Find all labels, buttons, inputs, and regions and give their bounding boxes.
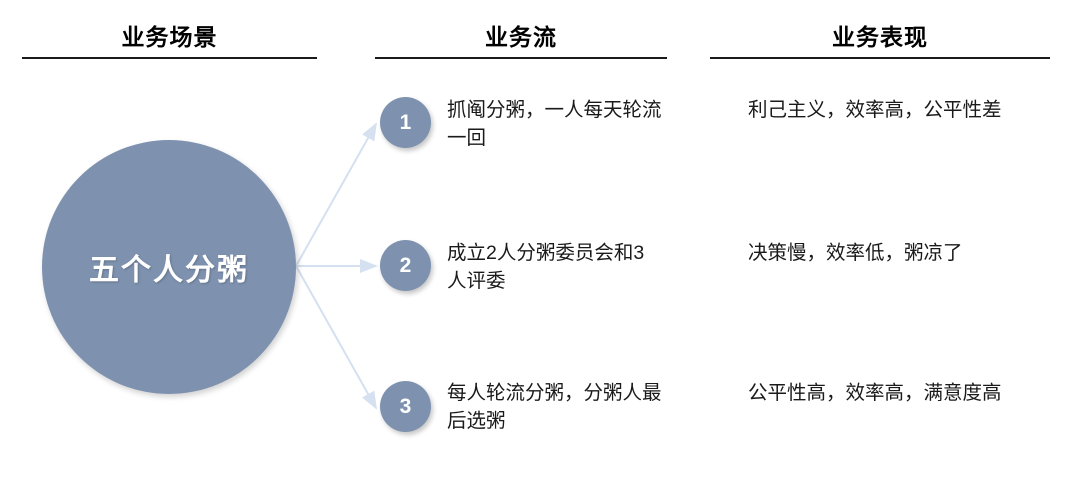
performance-text-1: 利己主义，效率高，公平性差	[748, 99, 1002, 121]
scenario-circle-label: 五个人分粥	[89, 254, 249, 287]
column-header-scenario: 业务场景	[121, 24, 218, 50]
connector-line-1	[295, 122, 377, 267]
connector-line-3	[295, 265, 377, 410]
step-badge-2[interactable]: 2	[380, 240, 431, 291]
step-badge-3[interactable]: 3	[380, 381, 431, 432]
column-rule-flow	[375, 57, 667, 59]
flow-text-3: 每人轮流分粥，分粥人最后选粥	[447, 382, 662, 432]
flow-text-1: 抓阄分粥，一人每天轮流一回	[447, 99, 662, 149]
column-header-performance: 业务表现	[832, 24, 928, 50]
performance-text-2: 决策慢，效率低，粥凉了	[748, 242, 963, 264]
column-rule-performance	[710, 57, 1050, 59]
performance-text-3: 公平性高，效率高，满意度高	[748, 382, 1002, 404]
column-rule-scenario	[22, 57, 317, 59]
flow-text-2: 成立2人分粥委员会和3人评委	[447, 242, 645, 292]
step-badge-1[interactable]: 1	[380, 97, 431, 148]
scenario-circle[interactable]: 五个人分粥	[42, 140, 296, 394]
step-badge-1-number: 1	[399, 111, 412, 134]
step-badge-2-number: 2	[399, 254, 412, 277]
column-header-flow: 业务流	[485, 24, 557, 50]
step-badge-3-number: 3	[399, 395, 412, 418]
